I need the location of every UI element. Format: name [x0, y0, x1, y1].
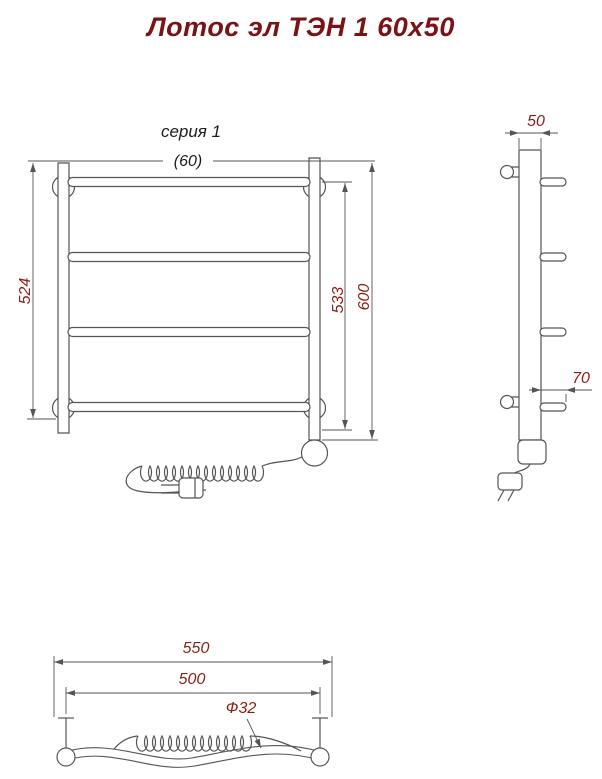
- power-plug: [179, 478, 203, 498]
- rung-tube: [68, 328, 310, 337]
- power-cord: [262, 457, 302, 466]
- side-view: 50 70: [498, 113, 592, 501]
- dimension-label-diameter: Ф32: [226, 700, 257, 717]
- heating-element: [302, 440, 328, 466]
- rung-stub: [540, 403, 566, 411]
- leader-line: [247, 719, 261, 748]
- dimension-label-50: 50: [527, 113, 545, 130]
- power-plug: [498, 473, 522, 490]
- left-collector-tube: [58, 163, 69, 433]
- reference-dimension-label: (60): [174, 153, 202, 170]
- cord-coil: [137, 736, 252, 751]
- rung-tube: [68, 178, 310, 187]
- wall-bracket: [501, 166, 514, 179]
- power-cord: [114, 736, 138, 749]
- front-view: серия 1 (60) 524 533 600: [17, 122, 378, 498]
- rung-stub: [540, 328, 566, 336]
- bottom-view: 550 500 Ф32: [54, 640, 332, 766]
- dimension-label-600: 600: [356, 284, 373, 311]
- collector-end: [311, 748, 329, 766]
- rung-tube: [68, 403, 310, 412]
- dimension-label-550: 550: [183, 640, 210, 657]
- rung-stub: [540, 253, 566, 261]
- drawing-title: Лотос эл ТЭН 1 60х50: [147, 12, 455, 42]
- series-label: серия 1: [161, 122, 221, 141]
- dimension-label-500: 500: [179, 671, 206, 688]
- wall-bracket: [501, 396, 514, 409]
- heating-element-box: [518, 440, 546, 464]
- right-collector-tube: [309, 158, 320, 440]
- dimension-label-70: 70: [572, 370, 590, 387]
- dimension-label-524: 524: [17, 278, 34, 305]
- collector-end: [57, 748, 75, 766]
- plug-prong: [508, 490, 514, 501]
- rung-tube: [68, 253, 310, 262]
- dimension-label-533: 533: [330, 287, 347, 314]
- power-cord: [250, 736, 301, 751]
- rung-stub: [540, 178, 566, 186]
- plug-prong: [498, 490, 504, 501]
- collector-profile: [519, 150, 541, 440]
- curved-tube-fill: [66, 750, 320, 763]
